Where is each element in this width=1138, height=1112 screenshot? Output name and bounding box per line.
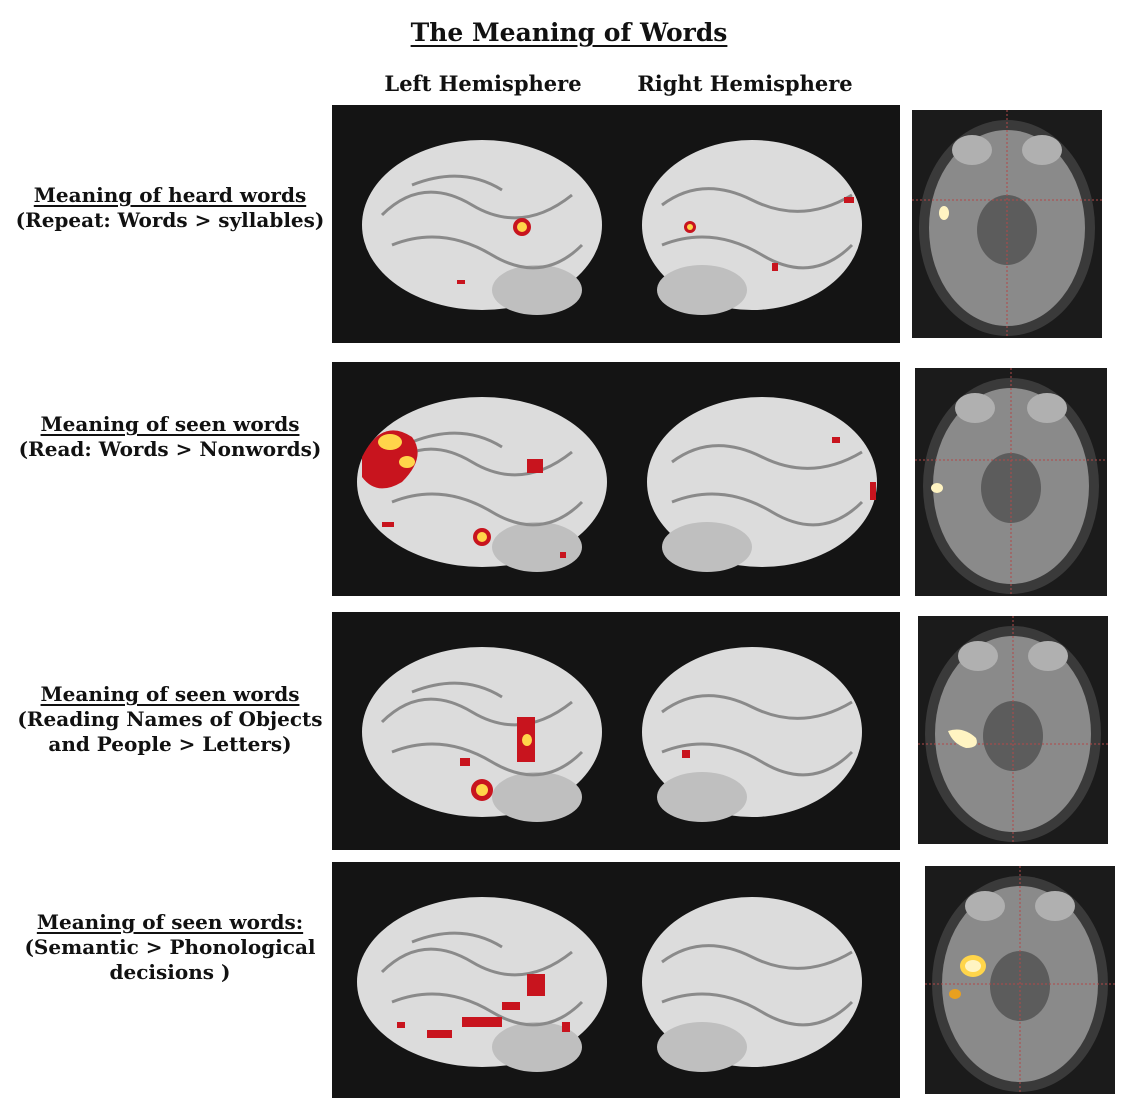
axial-slice-render: [912, 110, 1102, 338]
row-heading: Meaning of seen words: [40, 412, 300, 436]
axial-slice-row-2: [915, 368, 1107, 596]
brain-render: [362, 647, 862, 822]
left-hemisphere-header: Left Hemisphere: [384, 71, 582, 96]
brain-panel-row-1: [332, 105, 900, 343]
row-heading: Meaning of seen words:: [36, 910, 304, 934]
brain-panel-row-3: [332, 612, 900, 850]
row-label-2: Meaning of seen words (Read: Words > Non…: [10, 412, 330, 462]
row-subtitle: (Repeat: Words > syllables): [15, 208, 325, 232]
right-hemisphere-header: Right Hemisphere: [637, 71, 853, 96]
row-label-4: Meaning of seen words: (Semantic > Phono…: [10, 910, 330, 985]
axial-slice-row-4: [925, 866, 1115, 1094]
row-subtitle: (Semantic > Phonological: [24, 935, 316, 959]
right-hemisphere-brain: [642, 647, 862, 822]
left-hemisphere-brain: [357, 397, 607, 572]
row-heading: Meaning of heard words: [33, 183, 307, 207]
row-subtitle: (Read: Words > Nonwords): [18, 437, 322, 461]
left-hemisphere-brain: [362, 647, 602, 822]
axial-slice-row-1: [912, 110, 1102, 338]
figure-title: The Meaning of Words: [410, 18, 728, 47]
brain-render: [357, 897, 862, 1072]
row-subtitle-2: and People > Letters): [48, 732, 292, 756]
axial-slice-render: [915, 368, 1107, 596]
row-subtitle-2: decisions ): [109, 960, 231, 984]
right-hemisphere-brain: [647, 397, 877, 572]
row-label-1: Meaning of heard words (Repeat: Words > …: [10, 183, 330, 233]
left-hemisphere-brain: [362, 140, 602, 315]
brain-render: [357, 397, 877, 572]
right-hemisphere-brain: [642, 897, 862, 1072]
right-hemisphere-brain: [642, 140, 862, 315]
brain-render: [362, 140, 862, 315]
row-heading: Meaning of seen words: [40, 682, 300, 706]
axial-slice-row-3: [918, 616, 1108, 844]
brain-panel-row-2: [332, 362, 900, 596]
axial-slice-render: [925, 866, 1115, 1094]
left-hemisphere-brain: [357, 897, 607, 1072]
row-subtitle: (Reading Names of Objects: [17, 707, 323, 731]
axial-slice-render: [918, 616, 1108, 844]
brain-panel-row-4: [332, 862, 900, 1098]
row-label-3: Meaning of seen words (Reading Names of …: [10, 682, 330, 757]
